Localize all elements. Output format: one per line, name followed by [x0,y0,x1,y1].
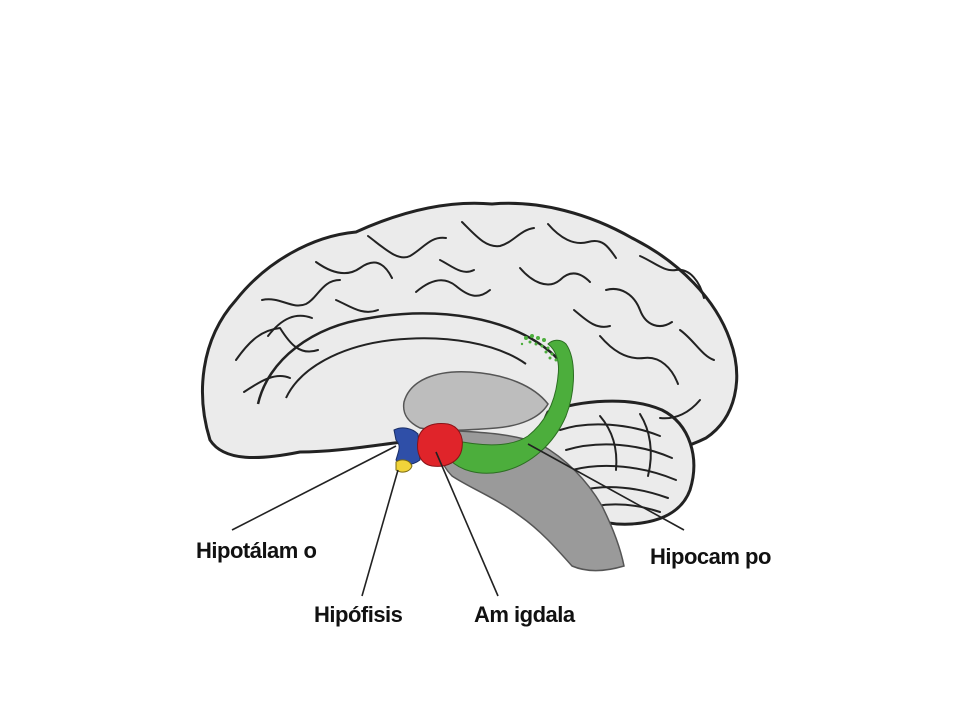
pituitary-region [395,459,413,473]
thalamus [402,371,549,432]
hippocampus-leader [527,443,685,531]
amygdala-leader [435,451,499,597]
hippocampus-label: Hipocam po [650,544,771,569]
cingulate-outline [285,337,527,399]
pituitary-leader [361,469,399,597]
amygdala-region [417,423,463,467]
amygdala-label: Am igdala [474,602,576,627]
hypothalamus-leader [231,445,397,531]
hypothalamus-label: Hipotálam o [196,538,316,563]
hippocampus-tail [520,334,558,362]
pituitary-label: Hipófisis [314,602,403,627]
cortical-gyri [235,221,715,420]
hypothalamus-region [393,427,421,465]
hippocampus-region [449,339,574,474]
